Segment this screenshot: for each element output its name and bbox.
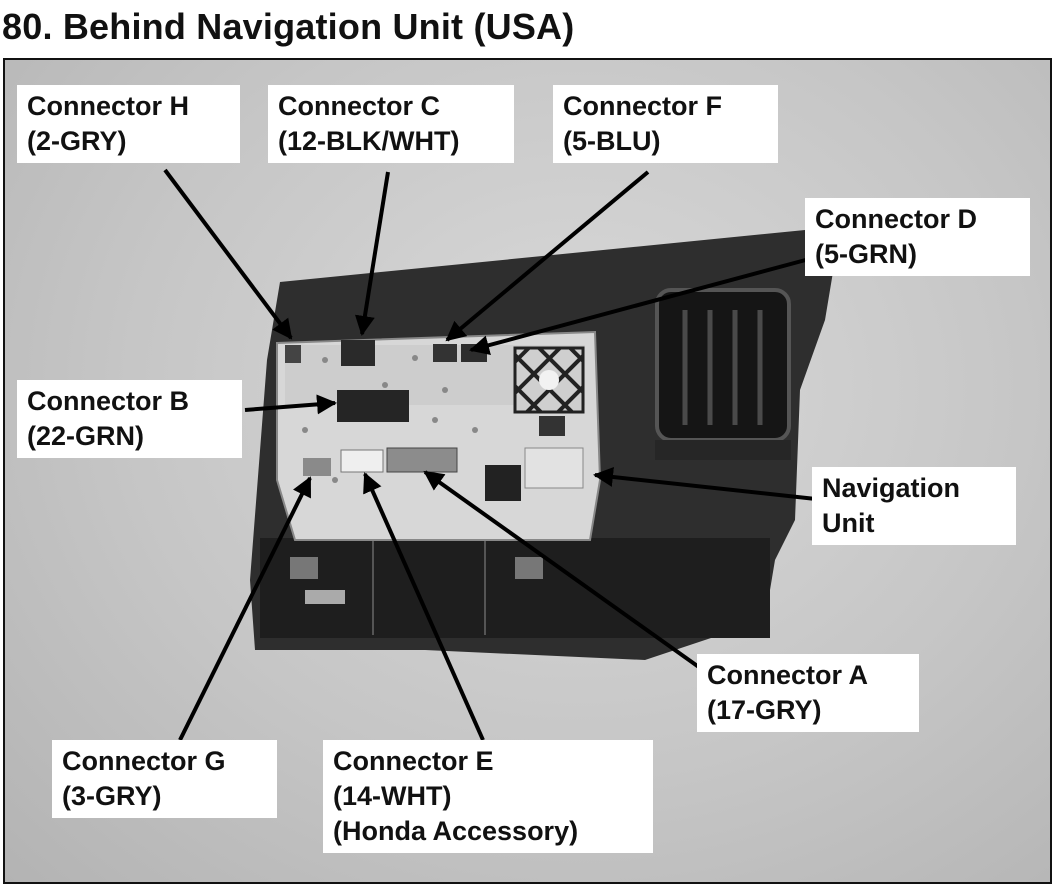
label-connector-g: Connector G (3-GRY) bbox=[52, 740, 277, 818]
arrow-connector-f bbox=[445, 170, 650, 342]
connector-g-plug bbox=[303, 458, 331, 476]
arrow-connector-c bbox=[354, 171, 390, 336]
arrow-connector-g bbox=[178, 476, 312, 741]
arrow-connector-h bbox=[163, 168, 293, 340]
label-connector-b: Connector B (22-GRN) bbox=[17, 380, 242, 458]
label-connector-e-name: Connector E bbox=[333, 746, 494, 776]
label-connector-e-spec: (14-WHT) bbox=[333, 781, 452, 811]
label-connector-f-name: Connector F bbox=[563, 91, 722, 121]
label-navigation-unit-line2: Unit bbox=[822, 508, 875, 538]
lower-control-panel bbox=[260, 538, 770, 638]
unit-illustration bbox=[163, 168, 835, 741]
connector-c-plug bbox=[341, 340, 375, 366]
arrow-connector-e bbox=[363, 472, 485, 741]
label-connector-a: Connector A (17-GRY) bbox=[697, 654, 919, 732]
label-connector-f-spec: (5-BLU) bbox=[563, 126, 661, 156]
arrow-navigation-unit bbox=[593, 467, 826, 502]
label-navigation-unit-line1: Navigation bbox=[822, 473, 961, 503]
label-connector-g-name: Connector G bbox=[62, 746, 226, 776]
air-vent bbox=[655, 288, 791, 442]
connector-f-plug bbox=[433, 344, 457, 362]
label-connector-h-spec: (2-GRY) bbox=[27, 126, 127, 156]
arrow-connector-a bbox=[423, 470, 705, 672]
label-connector-e: Connector E (14-WHT) (Honda Accessory) bbox=[323, 740, 653, 853]
label-connector-f: Connector F (5-BLU) bbox=[553, 85, 778, 163]
connector-a-plug bbox=[386, 447, 458, 473]
cooling-fan-grille bbox=[513, 346, 585, 414]
label-connector-h: Connector H (2-GRY) bbox=[17, 85, 240, 163]
label-connector-d-spec: (5-GRN) bbox=[815, 239, 917, 269]
label-connector-d-name: Connector D bbox=[815, 204, 977, 234]
connector-h-plug bbox=[285, 345, 301, 363]
diagram-title: 80. Behind Navigation Unit (USA) bbox=[2, 6, 575, 47]
label-connector-a-name: Connector A bbox=[707, 660, 868, 690]
label-connector-e-note: (Honda Accessory) bbox=[333, 816, 579, 846]
connector-b-plug bbox=[337, 390, 409, 422]
label-connector-g-spec: (3-GRY) bbox=[62, 781, 162, 811]
arrow-connector-d bbox=[469, 256, 814, 355]
label-connector-b-spec: (22-GRN) bbox=[27, 421, 145, 451]
label-connector-a-spec: (17-GRY) bbox=[707, 695, 822, 725]
label-connector-c-spec: (12-BLK/WHT) bbox=[278, 126, 460, 156]
label-connector-h-name: Connector H bbox=[27, 91, 189, 121]
label-connector-c: Connector C (12-BLK/WHT) bbox=[268, 85, 514, 163]
label-connector-c-name: Connector C bbox=[278, 91, 440, 121]
label-navigation-unit: Navigation Unit bbox=[812, 467, 1016, 545]
arrow-connector-b bbox=[244, 394, 337, 415]
label-connector-b-name: Connector B bbox=[27, 386, 189, 416]
label-connector-d: Connector D (5-GRN) bbox=[805, 198, 1030, 276]
connector-e-plug bbox=[340, 449, 384, 473]
